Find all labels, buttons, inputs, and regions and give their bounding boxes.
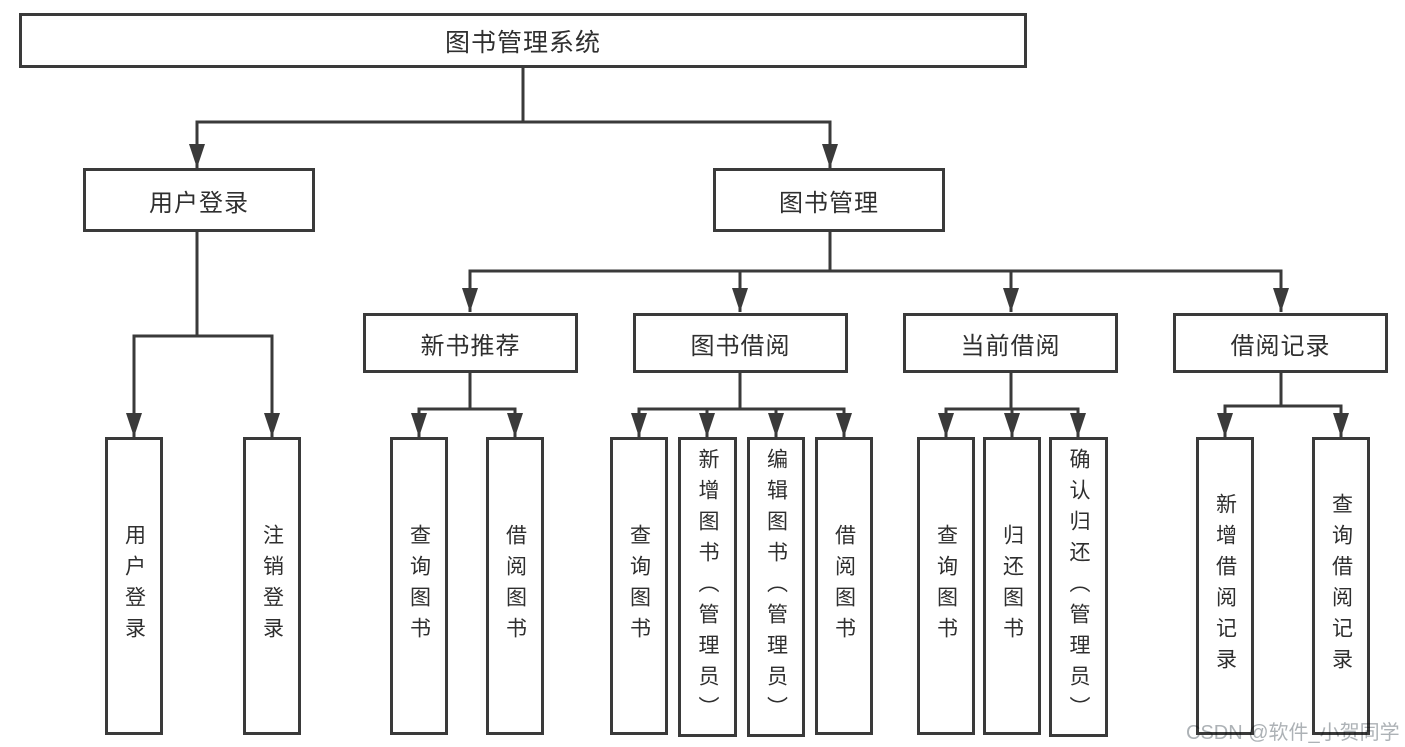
tree-edges — [132, 68, 1343, 437]
leaf-label: 确认归还（管理员） — [1067, 447, 1091, 727]
node-current-borrowing: 当前借阅 — [903, 313, 1118, 373]
leaf-query-borrow-record: 查询借阅记录 — [1312, 437, 1370, 735]
arrowheads — [126, 144, 1349, 437]
leaf-logout: 注销登录 — [243, 437, 301, 735]
leaf-add-book-admin: 新增图书（管理员） — [678, 437, 737, 737]
leaf-query-books: 查询图书 — [390, 437, 448, 735]
leaf-edit-book-admin: 编辑图书（管理员） — [747, 437, 805, 737]
node-book-borrowing: 图书借阅 — [633, 313, 848, 373]
leaf-label: 借阅图书 — [832, 524, 856, 648]
csdn-watermark: CSDN @软件_小贺同学 — [1186, 722, 1400, 744]
leaf-query-books: 查询图书 — [917, 437, 975, 735]
node-book-management: 图书管理 — [713, 168, 945, 232]
node-library-management-system: 图书管理系统 — [19, 13, 1027, 68]
leaf-label: 用户登录 — [122, 524, 146, 648]
node-user-login: 用户登录 — [83, 168, 315, 232]
leaf-label: 归还图书 — [1000, 524, 1024, 648]
leaf-label: 查询图书 — [627, 524, 651, 648]
leaf-label: 注销登录 — [260, 524, 284, 648]
leaf-label: 新增图书（管理员） — [696, 447, 720, 727]
leaf-label: 查询借阅记录 — [1329, 493, 1353, 679]
leaf-label: 查询图书 — [934, 524, 958, 648]
leaf-label: 新增借阅记录 — [1213, 493, 1237, 679]
node-new-book-recommend: 新书推荐 — [363, 313, 578, 373]
leaf-add-borrow-record: 新增借阅记录 — [1196, 437, 1254, 735]
node-borrowing-records: 借阅记录 — [1173, 313, 1388, 373]
leaf-borrow-books: 借阅图书 — [486, 437, 544, 735]
leaf-label: 查询图书 — [407, 524, 431, 648]
leaf-label: 借阅图书 — [503, 524, 527, 648]
leaf-query-books: 查询图书 — [610, 437, 668, 735]
leaf-borrow-books: 借阅图书 — [815, 437, 873, 735]
leaf-return-book: 归还图书 — [983, 437, 1041, 735]
leaf-user-login: 用户登录 — [105, 437, 163, 735]
leaf-label: 编辑图书（管理员） — [764, 447, 788, 727]
leaf-confirm-return-admin: 确认归还（管理员） — [1049, 437, 1108, 737]
